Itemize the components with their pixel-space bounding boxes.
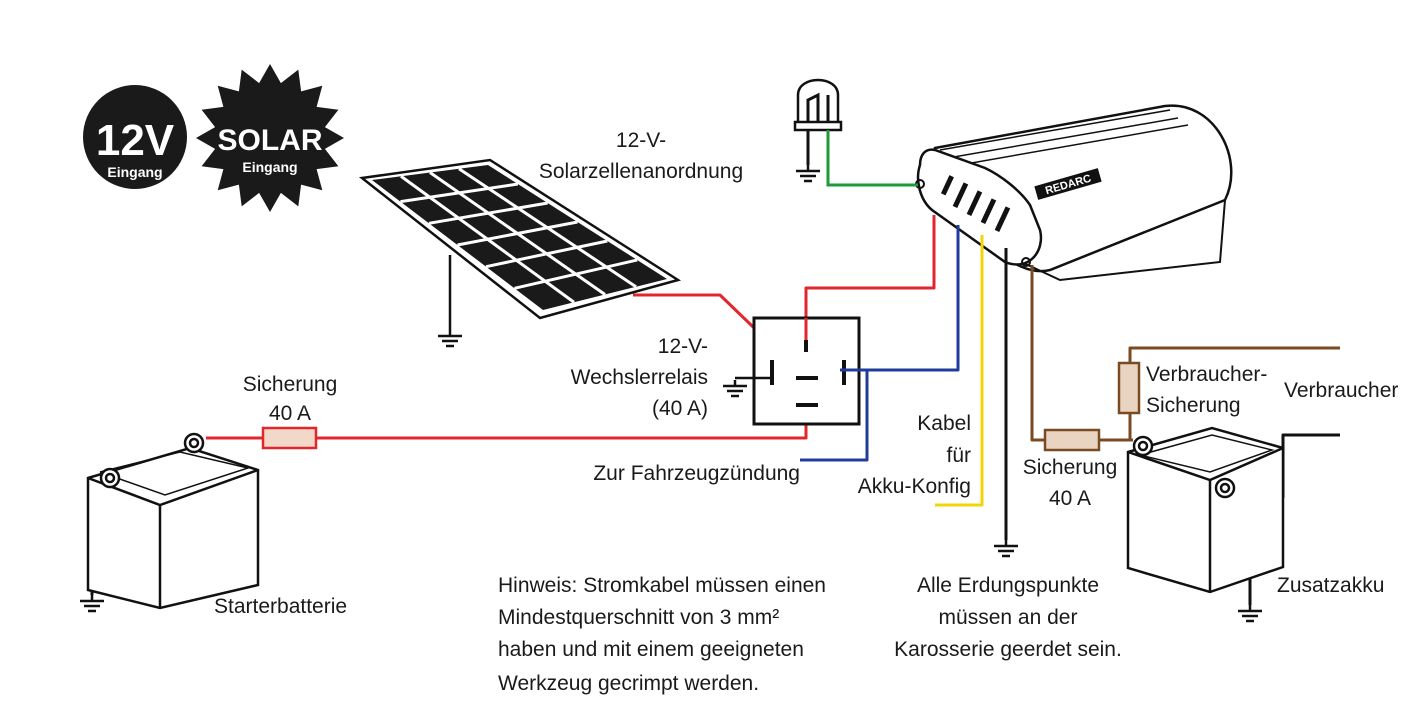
wire-blue-charger — [840, 225, 960, 372]
aux-battery — [1126, 426, 1285, 594]
badge-12v-text: 12V — [96, 116, 175, 165]
solar-input-badge: SOLAR Eingang — [196, 64, 344, 212]
wire-blue-ignition — [800, 370, 869, 462]
labels: 12-V- Solarzellenanordnung 12-V- Wechsle… — [214, 129, 1398, 695]
12v-input-badge: 12V Eingang — [83, 85, 187, 189]
badge-12v-sub: Eingang — [107, 164, 162, 180]
led-indicator — [793, 78, 918, 187]
relay — [721, 316, 867, 426]
label-fuse-aux-2: 40 A — [1049, 487, 1091, 510]
label-relay-2: Wechslerrelais — [571, 366, 708, 389]
label-config-1: Kabel — [917, 412, 971, 435]
label-fuse-starter-1: Sicherung — [243, 373, 338, 396]
starter-battery — [86, 432, 260, 610]
label-config-3: Akku-Konfig — [858, 475, 971, 498]
label-config-2: für — [946, 444, 971, 467]
ground-note-1: Alle Erdungspunkte — [917, 574, 1099, 597]
solar-panel — [358, 158, 682, 348]
label-relay-3: (40 A) — [652, 397, 708, 420]
note-line-4: Werkzeug gecrimpt werden. — [498, 672, 759, 695]
label-solar-array-2: Solarzellenanordnung — [539, 160, 743, 183]
fuse-load — [1117, 361, 1141, 415]
panel-cell-divider — [485, 239, 608, 269]
label-fuse-starter-2: 40 A — [269, 402, 311, 425]
fuse-starter — [261, 426, 318, 450]
label-load-fuse-2: Sicherung — [1146, 394, 1241, 417]
note-line-3: haben und mit einem geeigneten — [498, 638, 804, 661]
panel-cell-divider — [457, 220, 578, 247]
ground-note-3: Karosserie geerdet sein. — [894, 638, 1122, 661]
panel-cell-divider — [514, 258, 638, 290]
dc-charger: REDARC — [915, 104, 1233, 282]
fuse-aux — [1043, 428, 1101, 452]
badge-solar-text: SOLAR — [218, 124, 323, 157]
badge-solar-sub: Eingang — [242, 159, 297, 175]
label-starter-battery: Starterbatterie — [214, 595, 347, 618]
panel-cell-divider — [400, 182, 519, 204]
wire-yellow-config — [935, 235, 984, 507]
label-load-fuse-1: Verbraucher- — [1146, 363, 1267, 386]
label-aux-battery: Zusatzakku — [1277, 574, 1384, 597]
ground-note-2: müssen an der — [939, 606, 1078, 629]
panel-cell-divider — [428, 201, 548, 225]
label-load: Verbraucher — [1284, 379, 1398, 402]
label-ignition: Zur Fahrzeugzündung — [593, 462, 800, 485]
label-fuse-aux-1: Sicherung — [1023, 456, 1118, 479]
label-solar-array-1: 12-V- — [616, 129, 666, 152]
note-line-2: Mindestquerschnitt von 3 mm² — [498, 606, 779, 629]
label-relay-1: 12-V- — [658, 335, 708, 358]
note-line-1: Hinweis: Stromkabel müssen einen — [498, 574, 826, 597]
